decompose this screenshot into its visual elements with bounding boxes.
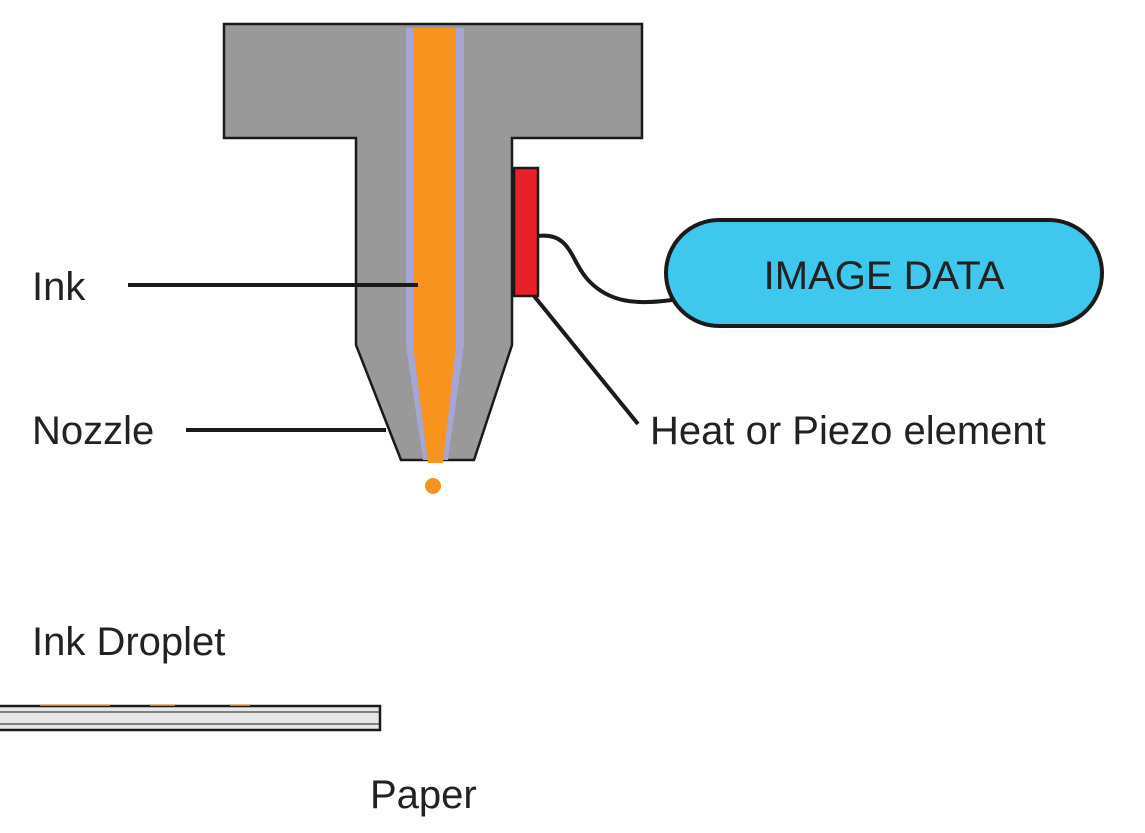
nozzle-label: Nozzle xyxy=(32,409,154,453)
ink-droplet-label: Ink Droplet xyxy=(32,620,225,664)
heat-element xyxy=(512,166,540,298)
paper-sheet xyxy=(0,704,382,732)
data-wire xyxy=(537,233,673,305)
image-data-label: IMAGE DATA xyxy=(764,254,1005,298)
ink-label: Ink xyxy=(32,265,86,309)
paper-label: Paper xyxy=(370,773,477,817)
ink-channel xyxy=(413,28,456,463)
heat-element-leader xyxy=(532,294,640,426)
ink-droplet xyxy=(425,478,441,494)
heat-element-label: Heat or Piezo element xyxy=(650,409,1046,453)
image-data-box xyxy=(664,218,1104,328)
